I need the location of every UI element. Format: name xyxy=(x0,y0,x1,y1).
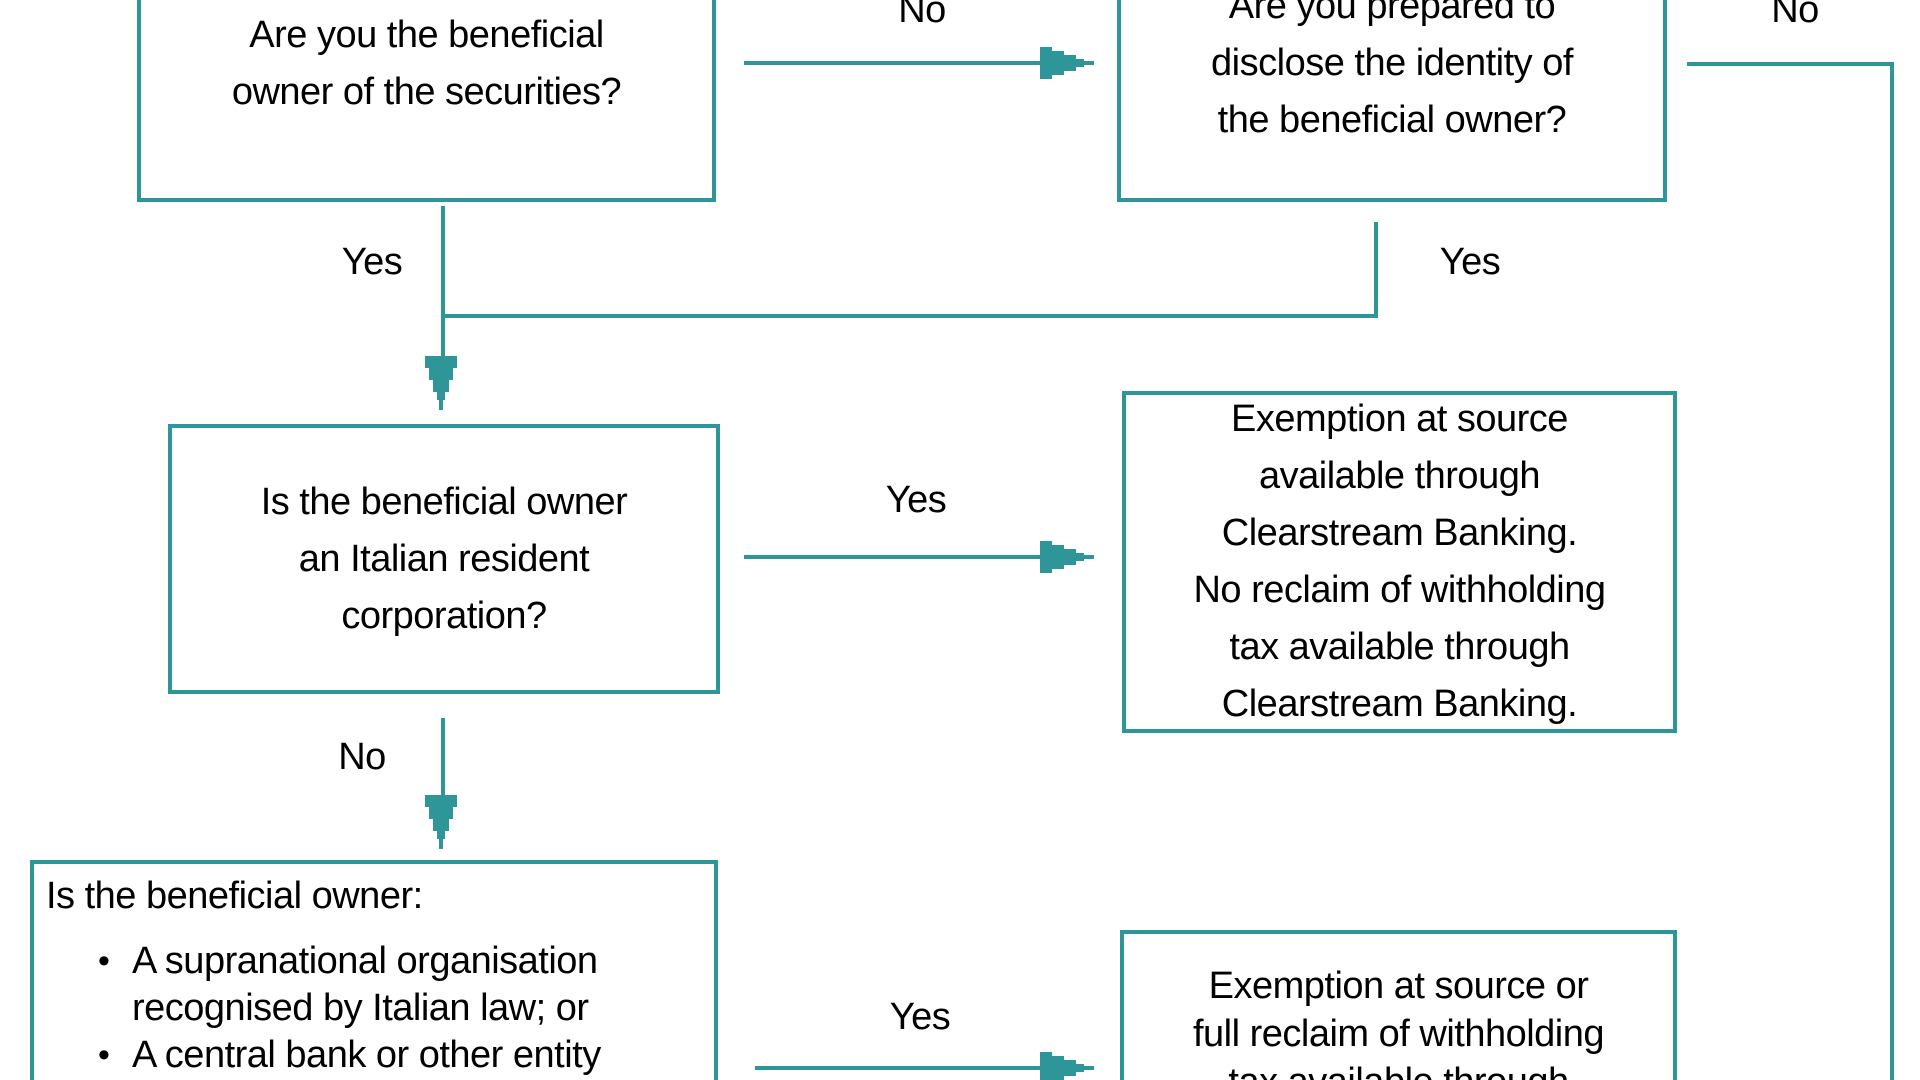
edge-label-no-right: No xyxy=(1771,0,1819,31)
arrowhead-down-icon xyxy=(425,356,457,410)
node-text: Exemption at source available through Cl… xyxy=(1193,398,1606,725)
connector-yes-left-vertical xyxy=(441,206,445,360)
connector-yes-middle xyxy=(744,555,1042,559)
node-exemption-at-source-outcome: Exemption at source available through Cl… xyxy=(1122,391,1677,733)
node-text: Exemption at source or full reclaim of w… xyxy=(1192,965,1605,1080)
list-item: • A central bank or other entity xyxy=(46,1032,704,1079)
node-text: Are you prepared to disclose the identit… xyxy=(1211,0,1573,141)
edge-label-no-top: No xyxy=(898,0,946,31)
connector-yes-bottom xyxy=(755,1066,1042,1070)
arrowhead-right-icon xyxy=(1040,541,1094,573)
node-text: Are you the beneficial owner of the secu… xyxy=(231,13,622,113)
node-exemption-or-reclaim-outcome: Exemption at source or full reclaim of w… xyxy=(1120,930,1677,1080)
edge-label-yes-right: Yes xyxy=(1439,241,1501,283)
edge-label-no-middle: No xyxy=(338,736,386,778)
node-text: Is the beneficial owner an Italian resid… xyxy=(260,480,628,637)
node-beneficial-owner-question: Are you the beneficial owner of the secu… xyxy=(137,0,716,202)
edge-label-yes-left: Yes xyxy=(341,241,403,283)
node-disclose-identity-question: Are you prepared to disclose the identit… xyxy=(1117,0,1667,202)
connector-no-top xyxy=(744,61,1042,65)
list-item-text: A central bank or other entity xyxy=(132,1034,601,1076)
bullet-icon: • xyxy=(98,942,110,980)
list-item: • A supranational organisation recognise… xyxy=(46,938,704,1032)
connector-yes-right-vertical xyxy=(1374,222,1378,318)
connector-no-right-horizontal xyxy=(1687,62,1890,66)
connector-no-middle-vertical xyxy=(441,718,445,798)
connector-merge-horizontal xyxy=(441,314,1378,318)
node-title: Is the beneficial owner: xyxy=(46,875,423,917)
arrowhead-right-icon xyxy=(1040,47,1094,79)
bullet-icon: • xyxy=(98,1036,110,1074)
edge-label-yes-bottom: Yes xyxy=(889,996,951,1038)
list-item-text: A supranational organisation recognised … xyxy=(132,940,598,1029)
connector-no-right-vertical xyxy=(1890,62,1894,1080)
node-entity-type-question: Is the beneficial owner: • A supranation… xyxy=(30,860,718,1080)
arrowhead-right-icon xyxy=(1040,1052,1094,1080)
arrowhead-down-icon xyxy=(425,795,457,849)
edge-label-yes-middle: Yes xyxy=(885,479,947,521)
node-italian-resident-question: Is the beneficial owner an Italian resid… xyxy=(168,424,720,694)
